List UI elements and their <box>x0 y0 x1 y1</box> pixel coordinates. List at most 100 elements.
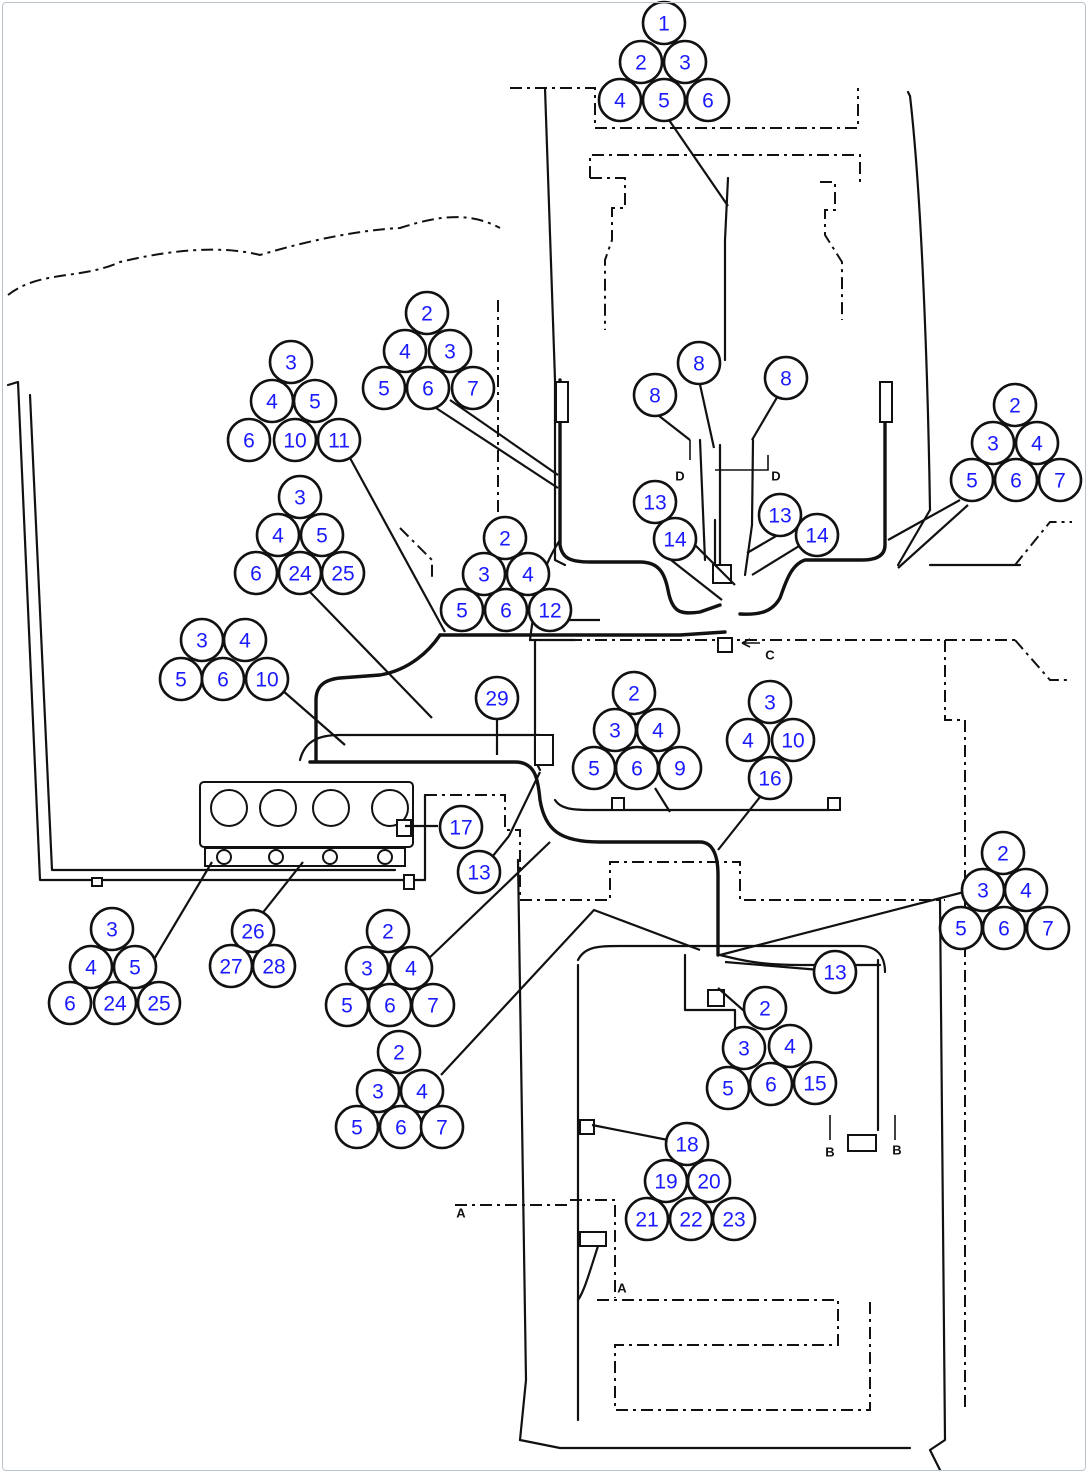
callout-number: 3 <box>106 919 118 942</box>
callout-number: 3 <box>977 880 989 903</box>
callout-number: 4 <box>239 630 251 653</box>
callout-g25b: 19 <box>643 1158 689 1204</box>
callout-circle <box>200 656 246 702</box>
callout-g1a: 1 <box>641 0 687 46</box>
callout-circle <box>792 1060 838 1106</box>
callout-number: 19 <box>654 1171 677 1194</box>
callout-g25c: 20 <box>686 1158 732 1204</box>
mark-b-left: B <box>825 1145 834 1160</box>
callout-g19a: 3 <box>89 906 135 952</box>
callout-number: 25 <box>147 993 170 1016</box>
callout-circle <box>685 77 731 123</box>
callout-circle <box>767 1023 813 1069</box>
callout-circle <box>320 550 366 596</box>
callout-number: 5 <box>316 525 328 548</box>
callout-g21f: 7 <box>410 982 456 1028</box>
callout-circle <box>635 707 681 753</box>
callout-number: 6 <box>395 1117 407 1140</box>
callout-circle <box>742 985 788 1031</box>
components <box>91 381 893 1247</box>
callout-circle <box>410 982 456 1028</box>
callout-number: 26 <box>241 921 264 944</box>
callout-circle <box>233 550 279 596</box>
clip-2 <box>403 874 415 890</box>
callout-g12d: 6 <box>200 656 246 702</box>
callout-number: 6 <box>631 758 643 781</box>
callout-circle <box>483 587 529 633</box>
callout-g6a: 8 <box>763 355 809 401</box>
callout-number: 11 <box>328 430 350 453</box>
callout-g18a: 2 <box>980 830 1026 876</box>
callout-circle <box>632 479 678 525</box>
callout-g1e: 5 <box>641 77 687 123</box>
callout-g2c: 3 <box>427 328 473 374</box>
callout-g3b: 4 <box>249 378 295 424</box>
callout-g23d: 5 <box>705 1065 751 1111</box>
callout-circle <box>404 290 450 336</box>
callout-circle <box>763 355 809 401</box>
callout-circle <box>334 1104 380 1150</box>
callout-number: 12 <box>538 600 561 623</box>
callout-number: 7 <box>436 1117 448 1140</box>
callout-number: 17 <box>449 817 472 840</box>
callout-number: 2 <box>421 303 433 326</box>
callout-circle <box>112 944 158 990</box>
terminal-2 <box>268 849 284 865</box>
callout-number: 6 <box>250 563 262 586</box>
terminal-3 <box>322 849 338 865</box>
callout-number: 4 <box>266 391 278 414</box>
callout-number: 20 <box>697 1171 720 1194</box>
connector-center <box>712 564 732 584</box>
callout-g21b: 3 <box>344 945 390 991</box>
callout-g19f: 25 <box>136 980 182 1026</box>
callout-number: 16 <box>758 768 781 791</box>
callout-g22a: 13 <box>812 949 858 995</box>
callout-circle <box>355 1068 401 1114</box>
callout-circle <box>268 339 314 385</box>
callout-number: 25 <box>331 563 354 586</box>
callout-number: 5 <box>658 90 670 113</box>
callout-number: 24 <box>103 993 127 1016</box>
callout-g21c: 4 <box>388 945 434 991</box>
callout-number: 23 <box>722 1209 745 1232</box>
callout-number: 5 <box>341 995 353 1018</box>
callout-number: 7 <box>1054 470 1066 493</box>
callout-g14c: 4 <box>635 707 681 753</box>
terminal-1 <box>216 849 232 865</box>
callout-g25e: 22 <box>668 1196 714 1242</box>
callout-number: 3 <box>609 720 621 743</box>
callout-g19b: 4 <box>68 944 114 990</box>
callout-number: 2 <box>1009 395 1021 418</box>
callout-number: 5 <box>722 1078 734 1101</box>
callout-number: 2 <box>393 1042 405 1065</box>
callout-g23c: 4 <box>767 1023 813 1069</box>
callout-circle <box>980 830 1026 876</box>
callout-circle <box>255 512 301 558</box>
callout-number: 6 <box>64 993 76 1016</box>
callout-number: 3 <box>478 564 490 587</box>
callout-number: 7 <box>467 378 479 401</box>
callout-circle <box>292 378 338 424</box>
callout-number: 13 <box>768 505 791 528</box>
callout-g1d: 4 <box>597 77 643 123</box>
callout-circle <box>482 515 528 561</box>
sensor-right <box>879 381 893 423</box>
callout-circle <box>299 512 345 558</box>
frame-phantom-lines <box>7 87 1072 1411</box>
mark-d-left: D <box>675 469 684 484</box>
callout-g2f: 7 <box>450 365 496 411</box>
callout-circle <box>388 945 434 991</box>
callout-number: 13 <box>467 862 490 885</box>
callout-g18d: 5 <box>938 905 984 951</box>
callout-number: 6 <box>1010 470 1022 493</box>
callout-g12a: 3 <box>179 617 225 663</box>
callout-g3f: 11 <box>316 417 362 463</box>
callout-number: 2 <box>997 843 1009 866</box>
callout-g12c: 5 <box>158 656 204 702</box>
callout-circle <box>89 906 135 952</box>
callout-number: 5 <box>351 1117 363 1140</box>
callout-circle <box>725 717 771 763</box>
callout-number: 5 <box>175 669 187 692</box>
callout-g1f: 6 <box>685 77 731 123</box>
callout-number: 13 <box>823 962 846 985</box>
